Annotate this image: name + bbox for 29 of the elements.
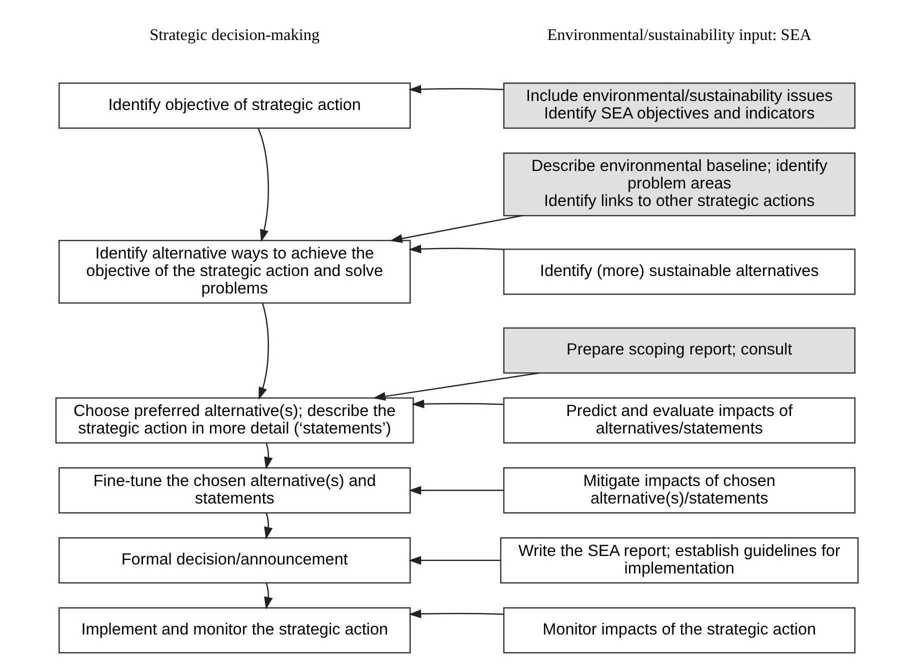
node-box: Identify objective of strategic action — [58, 82, 410, 129]
node-box: Formal decision/announcement — [58, 537, 410, 584]
arrow — [408, 244, 503, 254]
node-box: Prepare scoping report; consult — [502, 327, 855, 374]
node-box: Choose preferred alternative(s); describe the strategic action in more detail (‘statements’) — [54, 397, 414, 444]
arrow — [257, 128, 268, 242]
label: Strategic decision-making — [149, 26, 320, 44]
node-box: Identify (more) sustainable alternatives — [502, 248, 855, 295]
node-box: Write the SEA report; establish guidelines for implementation — [500, 537, 858, 584]
node-box: Identify alternative ways to achieve the objective of the strategic action and solve problems — [58, 240, 410, 304]
arrow — [389, 214, 522, 243]
node-box: Monitor impacts of the strategic action — [502, 607, 855, 654]
label: Environmental/sustainability input: SEA — [546, 26, 811, 44]
arrow — [264, 442, 272, 470]
node-box: Mitigate impacts of chosen alternative(s)/statements — [502, 467, 855, 514]
arrow — [372, 372, 539, 401]
arrow — [408, 486, 503, 495]
arrow — [264, 512, 272, 540]
node-box: Implement and monitor the strategic action — [58, 607, 410, 654]
arrow — [408, 84, 503, 94]
node-box: Fine-tune the chosen alternative(s) and statements — [58, 467, 410, 514]
node-box: Predict and evaluate impacts of alternatives/statements — [502, 397, 855, 444]
arrow — [264, 582, 272, 610]
node-box: Include environmental/sustainability issues Identify SEA objectives and indicators — [502, 82, 855, 129]
arrow — [411, 400, 503, 408]
arrow — [408, 610, 503, 618]
node-box: Describe environmental baseline; identify problem areas Identify links to other strategic actions — [502, 152, 855, 216]
arrow — [408, 556, 500, 565]
arrow — [258, 303, 268, 400]
